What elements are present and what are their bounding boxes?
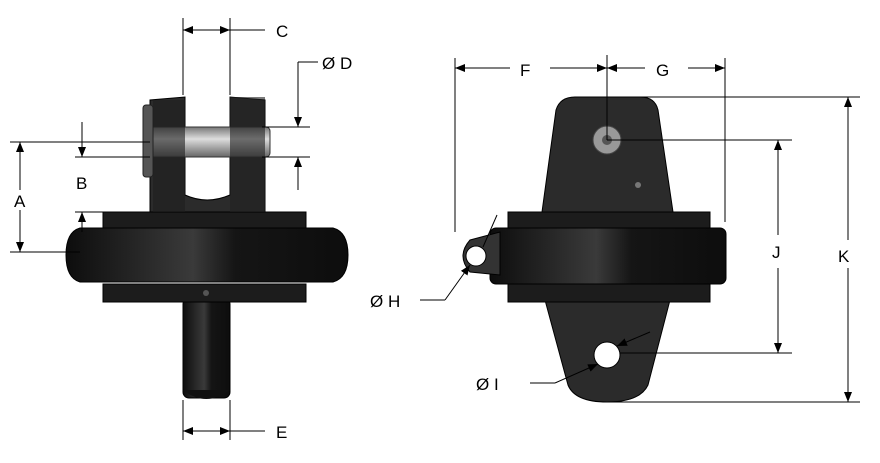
label-g: G xyxy=(656,61,669,80)
dimension-k: K xyxy=(607,96,860,403)
ring-body xyxy=(65,227,349,283)
side-lug-hole xyxy=(465,245,487,267)
dimension-f-g: F G xyxy=(454,55,726,232)
dimension-h: Ø H xyxy=(370,214,498,311)
label-f: F xyxy=(520,61,530,80)
label-a: A xyxy=(14,192,26,211)
label-b: B xyxy=(76,174,87,193)
label-j: J xyxy=(772,243,781,262)
dimension-e: E xyxy=(182,400,287,442)
label-k: K xyxy=(838,247,850,266)
shaft-tip xyxy=(183,390,230,399)
label-i: Ø I xyxy=(476,375,499,394)
front-view xyxy=(462,96,727,403)
label-c: C xyxy=(276,22,288,41)
label-h: Ø H xyxy=(370,292,400,311)
dimension-d: Ø D xyxy=(262,54,352,190)
top-plate xyxy=(102,211,307,229)
pin-head xyxy=(142,104,154,178)
dimension-a: A xyxy=(10,141,150,253)
label-d: Ø D xyxy=(322,54,352,73)
shaft xyxy=(182,297,231,399)
dimension-i: Ø I xyxy=(476,331,651,394)
bottom-hole xyxy=(593,341,621,369)
clevis-left-ear xyxy=(153,100,185,212)
dimension-j: J xyxy=(607,139,792,354)
set-screw xyxy=(635,182,641,188)
top-plate xyxy=(507,211,711,229)
dimension-b: B xyxy=(75,122,150,232)
label-e: E xyxy=(276,423,287,442)
bottom-plate xyxy=(507,283,711,303)
ring-body xyxy=(489,227,727,285)
dimension-c: C xyxy=(182,18,288,95)
side-view xyxy=(65,96,349,399)
grease-nipple xyxy=(203,290,209,296)
clevis-right-ear xyxy=(230,97,265,212)
